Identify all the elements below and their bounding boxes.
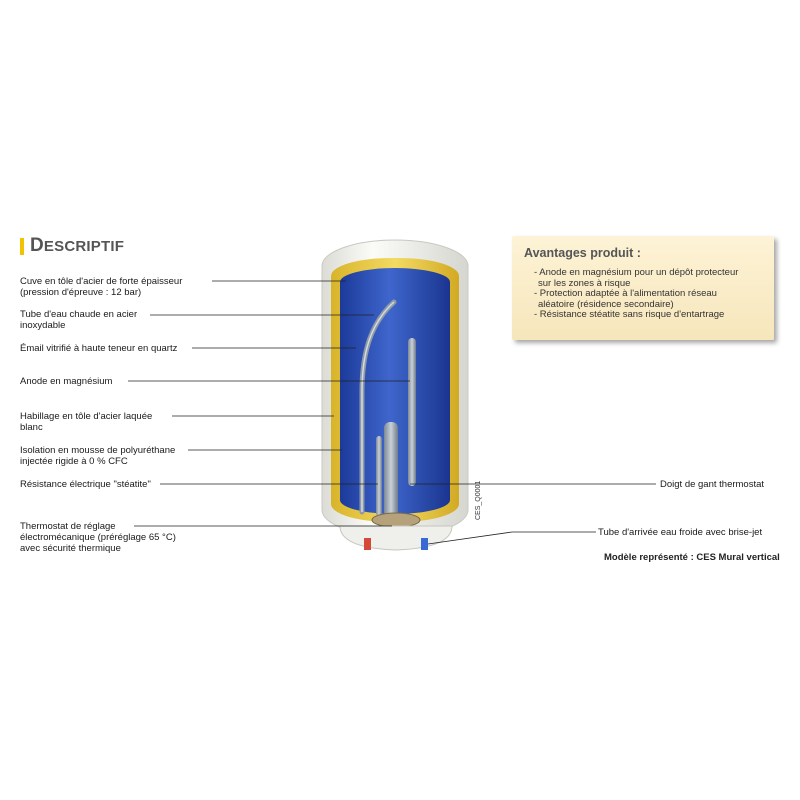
label-tube-chaude-line1: Tube d'eau chaude en acier [20,309,138,320]
label-thermostat-line1: Thermostat de réglage [20,521,116,532]
advantages-box: Avantages produit : - Anode en magnésium… [512,236,774,340]
advantage-item: aléatoire (résidence secondaire) [538,298,674,310]
advantages-list: - Anode en magnésium pour un dépôt prote… [534,267,739,321]
title-initial: D [30,235,44,256]
label-cuve-line1: Cuve en tôle d'acier de forte épaisseur [20,276,183,287]
title-accent-bar [20,237,24,255]
label-habillage-line2: blanc [20,422,43,433]
label-email: Émail vitrifié à haute teneur en quartz [20,343,178,354]
inner-tank [340,268,450,514]
hot-outlet-pipe [364,538,371,550]
reference-code: CES_Q0001 [475,481,482,520]
advantage-item: - Anode en magnésium pour un dépôt prote… [534,267,739,278]
label-anode: Anode en magnésium [20,376,113,387]
thermostat-sleeve [384,422,398,518]
steatite-element [376,436,382,516]
bottom-cap [339,525,453,551]
advantage-item: - Résistance stéatite sans risque d'enta… [534,309,725,320]
leader-lines-left [128,280,410,527]
label-tube-chaude: Tube d'eau chaude en acier inoxydable [20,309,137,331]
label-habillage-line1: Habillage en tôle d'acier laquée [20,411,153,422]
label-cuve: Cuve en tôle d'acier de forte épaisseur … [20,276,182,298]
cold-inlet-pipe [421,538,428,550]
advantage-item: sur les zones à risque [538,277,631,289]
label-doigt-gant: Doigt de gant thermostat [660,479,765,490]
label-habillage: Habillage en tôle d'acier laquée blanc [20,411,152,433]
label-tube-chaude-line2: inoxydable [20,320,66,331]
label-thermostat-line2: électromécanique (préréglage 65 °C) [20,532,176,543]
leader-lines-right [410,483,656,545]
label-thermostat: Thermostat de réglage électromécanique (… [20,521,176,554]
label-thermostat-line3: avec sécurité thermique [20,543,121,554]
label-isolation: Isolation en mousse de polyuréthane inje… [20,445,175,467]
title-rest: ESCRIPTIF [43,238,125,255]
model-note: Modèle représenté : CES Mural vertical [604,552,780,563]
label-cuve-line2: (pression d'épreuve : 12 bar) [20,287,142,298]
label-resistance: Résistance électrique "stéatite" [20,479,151,490]
section-title-text: DESCRIPTIF [30,235,124,257]
advantage-item: - Protection adaptée à l'alimentation ré… [534,288,717,299]
label-isolation-line2: injectée rigide à 0 % CFC [20,456,128,467]
label-isolation-line1: Isolation en mousse de polyuréthane [20,445,176,456]
section-title: DESCRIPTIF [20,235,124,257]
bottom-flange [371,512,421,528]
advantages-title: Avantages produit : [524,246,641,260]
magnesium-anode [408,338,416,486]
label-tube-froide: Tube d'arrivée eau froide avec brise-jet [598,527,763,538]
